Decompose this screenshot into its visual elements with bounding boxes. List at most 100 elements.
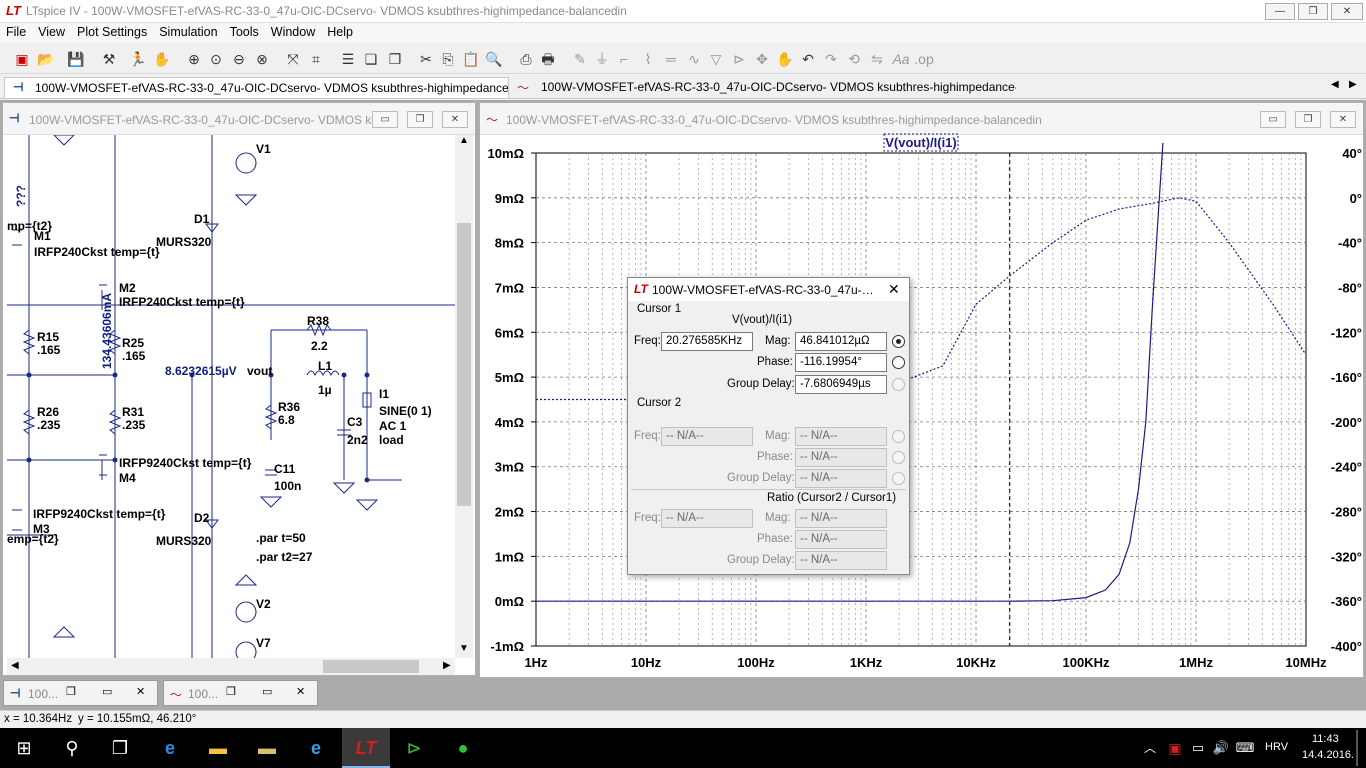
undo-icon[interactable]: ↶ [802, 51, 814, 67]
menu-view[interactable]: View [38, 25, 66, 39]
cursor1-gd-radio[interactable] [892, 378, 905, 391]
keyboard-icon[interactable]: ⌨ [1235, 740, 1255, 755]
green-app-icon[interactable]: ● [457, 738, 469, 758]
notifications-icon[interactable] [1356, 730, 1358, 766]
waveform-minimize-button[interactable]: ▭ [1260, 111, 1286, 128]
minimized-schematic-close-icon[interactable]: ✕ [136, 686, 146, 698]
redo-icon[interactable]: ↷ [825, 51, 837, 67]
label-icon[interactable]: ⌐ [619, 51, 629, 67]
search-icon[interactable]: ⚲ [65, 738, 79, 758]
logic-sim-icon[interactable]: ⊳ [406, 738, 422, 758]
schematic-close-button[interactable]: ✕ [442, 111, 468, 128]
internet-explorer-icon[interactable]: e [310, 738, 321, 758]
dialog-close-icon[interactable]: ✕ [888, 281, 900, 297]
cursor1-mag-radio[interactable] [892, 335, 905, 348]
diode-icon[interactable]: ▽ [710, 51, 722, 67]
tab-schematic[interactable]: ⊣ 100W-VMOSFET-efVAS-RC-33-0_47u-OIC-DCs… [4, 77, 509, 99]
print-setup-icon[interactable]: ⎙ [520, 51, 532, 67]
waveform-restore-button[interactable]: ❐ [1295, 111, 1321, 128]
save-icon[interactable]: 💾 [67, 51, 85, 67]
control-panel-icon[interactable]: ⚒ [102, 51, 116, 67]
fit-icon[interactable]: ⌗ [312, 51, 320, 67]
tile-horizontal-icon[interactable]: ☰ [341, 51, 355, 67]
component-icon[interactable]: ⊳ [733, 51, 745, 67]
mirror-icon[interactable]: ⇋ [871, 51, 883, 67]
maximize-button[interactable]: ❐ [1298, 3, 1328, 20]
cursor1-freq-field[interactable]: 20.276585KHz [661, 332, 753, 351]
network-icon[interactable]: ▭ [1191, 740, 1205, 755]
trace-label[interactable]: V(vout)/I(i1) [885, 135, 957, 150]
menu-simulation[interactable]: Simulation [159, 25, 218, 39]
capacitor-icon[interactable]: ═ [666, 51, 676, 67]
schematic-vertical-scrollbar[interactable]: ▲ ▼ [455, 135, 473, 658]
task-view-icon[interactable]: ❐ [111, 738, 129, 758]
ground-icon[interactable]: ⏚ [595, 51, 609, 67]
waveform-close-button[interactable]: ✕ [1330, 111, 1356, 128]
edge-icon[interactable]: e [164, 738, 175, 758]
scroll-left-icon[interactable]: ◀ [11, 660, 19, 671]
spice-directive-icon[interactable]: .op [914, 51, 934, 67]
scroll-up-icon[interactable]: ▲ [459, 135, 469, 146]
tab-waveform[interactable]: 〜 100W-VMOSFET-efVAS-RC-33-0_47u-OIC-DCs… [517, 80, 1016, 95]
text-icon[interactable]: Aa [892, 51, 910, 67]
cursor1-phase-radio[interactable] [892, 356, 905, 369]
new-schematic-icon[interactable]: ▣ [15, 51, 29, 67]
zoom-cancel-icon[interactable]: ⊗ [256, 51, 268, 67]
paste-icon[interactable]: 📋 [462, 51, 480, 67]
drag-icon[interactable]: ✋ [776, 51, 794, 67]
halt-icon[interactable]: ✋ [153, 51, 171, 67]
clock-date[interactable]: 14.4.2016. [1302, 749, 1354, 761]
file-explorer-icon[interactable]: ▬ [209, 738, 227, 758]
cursor1-gd-field[interactable]: -7.6806949µs [795, 375, 887, 394]
minimized-waveform-close-icon[interactable]: ✕ [296, 686, 306, 698]
wire-icon[interactable]: ✎ [574, 51, 586, 67]
folder-icon[interactable]: ▬ [258, 738, 276, 758]
cascade-icon[interactable]: ❏ [364, 51, 378, 67]
minimize-button[interactable]: — [1265, 3, 1295, 20]
menu-window[interactable]: Window [270, 25, 316, 39]
menu-tools[interactable]: Tools [229, 25, 259, 39]
scroll-right-icon[interactable]: ▶ [443, 660, 451, 671]
minimized-schematic-max-icon[interactable]: ▭ [102, 686, 113, 698]
cursor1-mag-field[interactable]: 46.841012µΩ [795, 332, 887, 351]
minimized-waveform-restore-icon[interactable]: ❐ [226, 686, 236, 698]
minimized-waveform[interactable]: 〜 100... ❐ ▭ ✕ [163, 680, 318, 706]
run-icon[interactable]: 🏃 [129, 51, 147, 67]
copy-icon[interactable]: ⎘ [442, 51, 454, 67]
scroll-down-icon[interactable]: ▼ [459, 643, 469, 654]
find-icon[interactable]: 🔍 [485, 51, 503, 67]
tab-scroll-left-icon[interactable]: ◀ [1331, 79, 1339, 90]
inductor-icon[interactable]: ∿ [688, 51, 700, 67]
autorange-icon[interactable]: ⤧ [287, 51, 299, 67]
open-icon[interactable]: 📂 [37, 51, 55, 67]
zoom-out-icon[interactable]: ⊖ [233, 51, 245, 67]
volume-icon[interactable]: 🔊 [1212, 740, 1230, 755]
tray-chevron-icon[interactable]: ︿ [1143, 741, 1156, 755]
move-icon[interactable]: ✥ [756, 51, 768, 67]
minimized-waveform-max-icon[interactable]: ▭ [262, 686, 273, 698]
minimized-schematic-restore-icon[interactable]: ❐ [66, 686, 76, 698]
clock-time[interactable]: 11:43 [1312, 733, 1339, 745]
schematic-horizontal-scrollbar[interactable]: ◀ ▶ [7, 658, 455, 675]
close-button[interactable]: ✕ [1331, 3, 1363, 20]
ltspice-taskbar-button[interactable]: LT [342, 728, 390, 768]
print-icon[interactable]: 🖶 [541, 51, 555, 67]
schematic-restore-button[interactable]: ❐ [407, 111, 433, 128]
resistor-icon[interactable]: ⌇ [644, 51, 652, 67]
cut-icon[interactable]: ✂ [420, 51, 432, 67]
rotate-icon[interactable]: ⟲ [848, 51, 860, 67]
cursor1-phase-field[interactable]: -116.19954° [795, 353, 887, 372]
tab-scroll-right-icon[interactable]: ▶ [1349, 79, 1357, 90]
menu-file[interactable]: File [6, 25, 27, 39]
tray-app-icon[interactable]: ▣ [1168, 740, 1182, 756]
menu-help[interactable]: Help [327, 25, 353, 39]
schematic-minimize-button[interactable]: ▭ [372, 111, 398, 128]
minimized-schematic[interactable]: ⊣ 100... ❐ ▭ ✕ [3, 680, 158, 706]
menu-plot-settings[interactable]: Plot Settings [77, 25, 148, 39]
schematic-canvas[interactable]: 50 V1 D1 MURS320 ??? mp={t2} M1 IRFP240C… [7, 135, 455, 658]
pan-icon[interactable]: ⊙ [210, 51, 222, 67]
zoom-in-icon[interactable]: ⊕ [188, 51, 200, 67]
start-icon[interactable]: ⊞ [16, 738, 32, 758]
hscroll-thumb[interactable] [323, 660, 419, 673]
scroll-thumb[interactable] [457, 223, 471, 506]
